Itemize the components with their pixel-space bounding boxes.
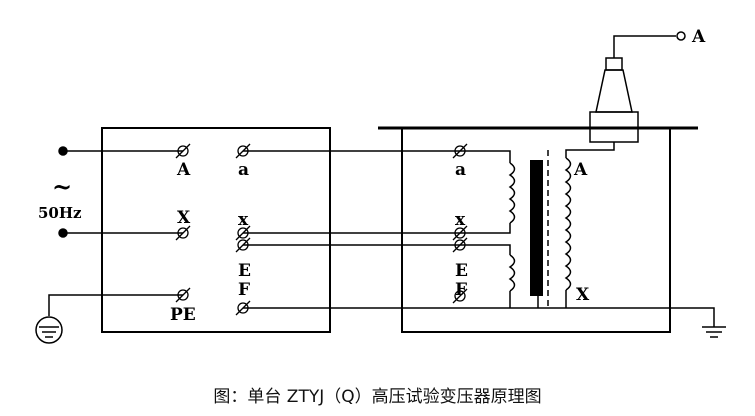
secondary-winding bbox=[564, 157, 572, 291]
lead-coil-to-x bbox=[460, 223, 511, 234]
primary-winding-lower bbox=[508, 254, 516, 292]
control-box bbox=[101, 127, 331, 333]
source-frequency-label: 50Hz bbox=[38, 204, 82, 222]
ctrl-terminal-F-label: F bbox=[238, 280, 250, 300]
secondary-X-label: X bbox=[576, 285, 590, 305]
ctrl-terminal-PE-label: PE bbox=[170, 305, 196, 325]
output-terminal-A-node bbox=[676, 31, 686, 41]
ctrl-terminal-X-label: X bbox=[177, 208, 191, 228]
secondary-A-label: A bbox=[573, 160, 588, 180]
wire-pe-ground bbox=[48, 294, 183, 316]
ctrl-terminal-E-label: E bbox=[238, 261, 251, 281]
source-tilde-symbol: ~ bbox=[52, 172, 72, 201]
lead-a-to-coil bbox=[460, 150, 511, 163]
tx-terminal-a-label: a bbox=[455, 160, 466, 180]
output-terminal-A-label: A bbox=[691, 27, 706, 47]
ctrl-terminal-a-label: a bbox=[238, 160, 249, 180]
ctrl-terminal-x-label: x bbox=[238, 210, 249, 230]
iron-core bbox=[530, 160, 543, 296]
ground-left-icon bbox=[35, 316, 63, 344]
transformer-schematic: ~ 50Hz A X PE a x E F a x E F A X A bbox=[35, 27, 726, 344]
diagram-caption: 图：单台 ZTYJ（Q）高压试验变压器原理图 bbox=[213, 387, 542, 407]
ctrl-terminal-A-label: A bbox=[176, 160, 191, 180]
tx-terminal-x-label: x bbox=[455, 210, 466, 230]
primary-winding-upper bbox=[508, 162, 516, 224]
tx-terminal-F-label: F bbox=[455, 280, 467, 300]
lead-E-to-coil bbox=[460, 244, 511, 255]
lead-secondary-A bbox=[565, 142, 615, 158]
ground-right-icon bbox=[702, 326, 726, 338]
tx-terminal-E-label: E bbox=[455, 261, 468, 281]
terminal-screw-icons bbox=[175, 143, 468, 316]
bushing bbox=[589, 35, 676, 143]
wire-tank-ground bbox=[700, 307, 715, 327]
